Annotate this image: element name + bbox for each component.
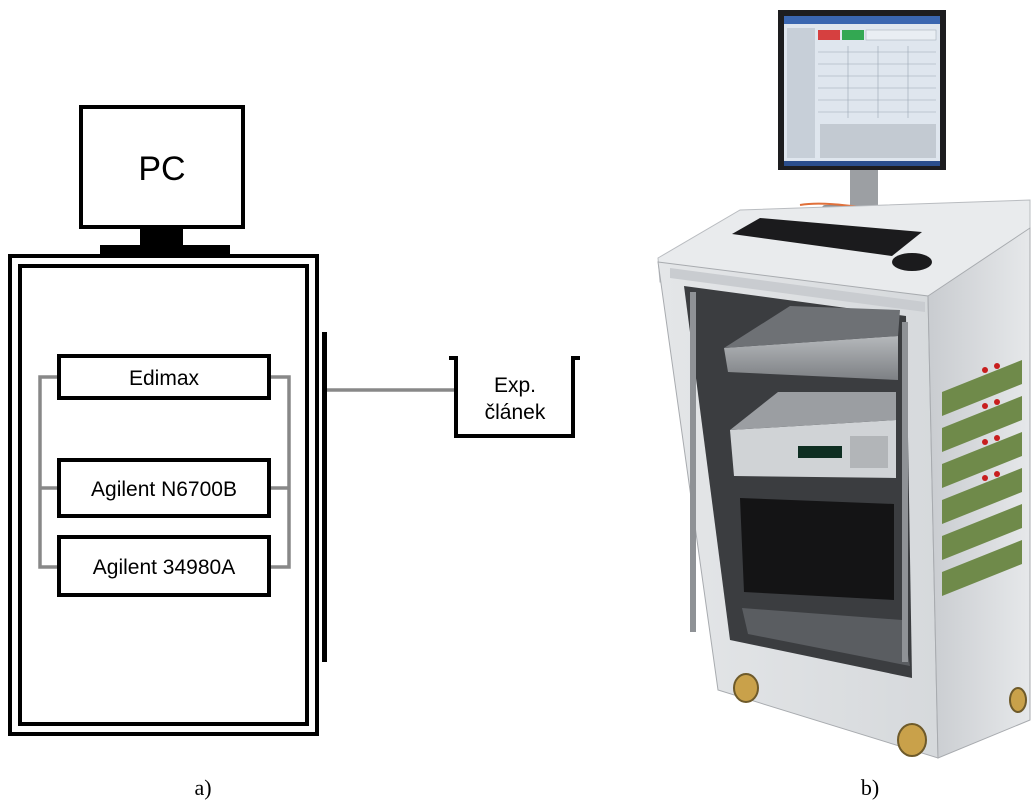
device-agilent-n6700b: Agilent N6700B xyxy=(57,458,271,518)
caption-b: b) xyxy=(861,775,879,800)
pc-monitor xyxy=(79,105,245,229)
terminal-boards xyxy=(942,360,1022,596)
keyboard xyxy=(732,218,922,256)
network-connections xyxy=(38,375,291,569)
device-agilent-n6700b-label: Agilent N6700B xyxy=(91,478,237,501)
terminal-bar xyxy=(322,332,327,662)
schematic-diagram: PC Edimax Agilent N6700B Agilent 34980A xyxy=(8,105,580,736)
rack-cabinet-outer xyxy=(8,254,319,736)
device-agilent-34980a: Agilent 34980A xyxy=(57,535,271,597)
caster-wheels xyxy=(733,673,1027,757)
device-agilent-34980a-label: Agilent 34980A xyxy=(93,556,235,579)
photo-dark-box xyxy=(740,498,894,600)
mouse xyxy=(892,253,932,271)
device-edimax-label: Edimax xyxy=(129,367,200,390)
rack-cabinet-inner xyxy=(18,264,309,726)
caption-a: a) xyxy=(194,775,211,800)
rack-photo xyxy=(657,10,1031,759)
pc-label: PC xyxy=(138,150,185,188)
device-edimax: Edimax xyxy=(57,354,271,400)
cell-label-line1: Exp. xyxy=(494,374,536,397)
cell-label-line2: článek xyxy=(485,401,546,424)
experimental-cell: Exp. článek xyxy=(449,356,580,438)
pc-stand-base xyxy=(100,245,230,255)
photo-device-n6700b xyxy=(724,336,898,380)
pc-stand-neck xyxy=(140,227,183,249)
